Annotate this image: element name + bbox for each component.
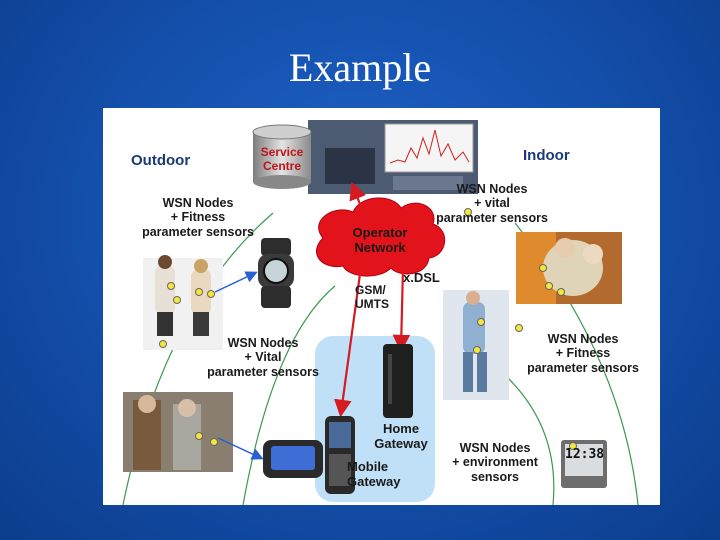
sensor-node — [464, 208, 472, 216]
sensor-node — [473, 346, 481, 354]
database-icon — [252, 124, 312, 140]
sensor-node — [195, 288, 203, 296]
service-centre-label: Service Centre — [260, 145, 304, 173]
sensor-node — [173, 296, 181, 304]
sensor-node — [545, 282, 553, 290]
link-runners-watch — [214, 271, 258, 293]
wsn-environment-label: WSN Nodes + environment sensors — [452, 441, 538, 484]
runner-1 — [155, 266, 175, 314]
diagram-graphics — [122, 120, 639, 505]
sensor-node — [539, 264, 547, 272]
sensor-node — [515, 324, 523, 332]
sport-watch-face — [263, 258, 289, 284]
outdoor-curve-mid — [242, 285, 336, 505]
xdsl-label: x.DSL — [403, 270, 440, 285]
outdoor-header: Outdoor — [131, 152, 191, 169]
gsm-umts-label: GSM/ UMTS — [355, 283, 389, 311]
arrow-gsm — [334, 273, 362, 418]
home-gateway-device — [383, 344, 413, 418]
wsn-vital-outdoor-label: WSN Nodes + Vital parameter sensors — [207, 336, 319, 379]
sensor-node — [167, 282, 175, 290]
indoor-header: Indoor — [523, 147, 570, 164]
operator-network-cloud — [316, 197, 445, 277]
sensor-node — [569, 442, 577, 450]
clock-display: 12:38 — [565, 447, 605, 462]
arrow-service — [349, 181, 366, 213]
home-gateway-label: Home Gateway — [374, 421, 428, 451]
sensor-node — [210, 438, 218, 446]
operator-network-label: Operator Network — [352, 225, 408, 255]
mobile-gateway-label: Mobile Gateway — [347, 459, 401, 489]
wsn-vital-indoor-label: WSN Nodes + vital parameter sensors — [436, 182, 548, 225]
sensor-node — [477, 318, 485, 326]
arrow-xdsl — [392, 267, 411, 353]
sensor-node — [207, 290, 215, 298]
link-elderly-wrist — [217, 437, 264, 460]
sensor-node — [159, 340, 167, 348]
diagram-panel: Outdoor Indoor Service Centre Operator N… — [103, 108, 660, 505]
wsn-fitness-outdoor-label: WSN Nodes + Fitness parameter sensors — [142, 196, 254, 239]
sensor-node — [557, 288, 565, 296]
sensor-node — [195, 432, 203, 440]
slide-title: Example — [288, 45, 432, 90]
wsn-fitness-indoor-label: WSN Nodes + Fitness parameter sensors — [527, 332, 639, 375]
